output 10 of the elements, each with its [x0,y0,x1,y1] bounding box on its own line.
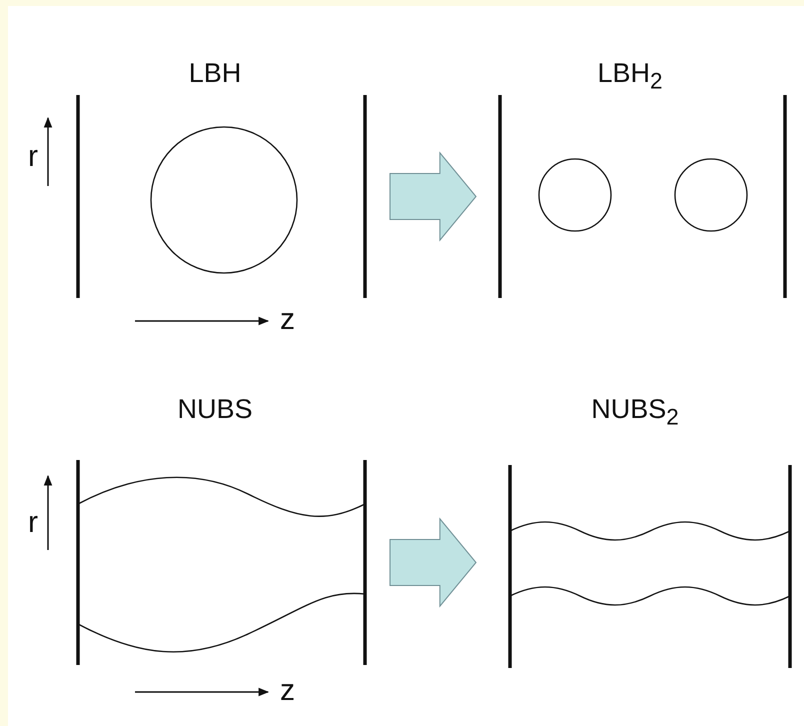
panel-title: LBH$_{2}$ [597,58,663,94]
block-arrow [390,151,477,242]
axis-label: z [280,305,295,335]
axis-label: r [28,508,38,538]
block-arrow [390,517,477,608]
panel-title: NUBS [178,394,252,425]
panel-title: LBH [188,58,242,89]
axis-label: r [28,142,38,172]
panel-title: NUBS$_{2}$ [591,394,679,430]
axis-label: z [280,676,295,706]
